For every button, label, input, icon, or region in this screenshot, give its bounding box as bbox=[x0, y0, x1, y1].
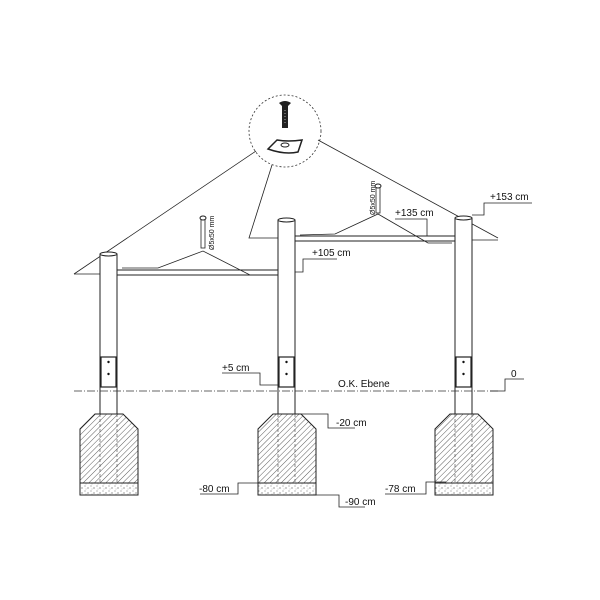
post-left bbox=[99, 251, 118, 415]
screw-label-right: Ø5x50 mm bbox=[370, 181, 377, 215]
screw-label-left: Ø5x50 mm bbox=[209, 216, 216, 250]
label-minus80: -80 cm bbox=[199, 484, 230, 495]
label-135: +135 cm bbox=[395, 208, 434, 219]
foundation-left bbox=[79, 413, 139, 496]
foundation-right bbox=[434, 413, 494, 496]
label-minus90: -90 cm bbox=[345, 497, 376, 508]
washer-plate-icon bbox=[266, 139, 304, 154]
screw-icon bbox=[279, 101, 291, 128]
screw-right bbox=[374, 183, 382, 214]
ground-label: O.K. Ebene bbox=[338, 379, 390, 390]
label-plus5: +5 cm bbox=[222, 363, 250, 374]
post-right bbox=[454, 215, 473, 415]
label-minus78: -78 cm bbox=[385, 484, 416, 495]
foundation-center bbox=[257, 413, 317, 496]
label-105: +105 cm bbox=[312, 248, 351, 259]
label-zero: 0 bbox=[511, 369, 517, 380]
label-153: +153 cm bbox=[490, 192, 529, 203]
label-minus20: -20 cm bbox=[336, 418, 367, 429]
post-center bbox=[277, 217, 296, 415]
upper-rail bbox=[294, 235, 456, 242]
lower-rail bbox=[116, 269, 279, 276]
screw-left bbox=[199, 215, 207, 249]
detail-callout bbox=[73, 94, 499, 275]
